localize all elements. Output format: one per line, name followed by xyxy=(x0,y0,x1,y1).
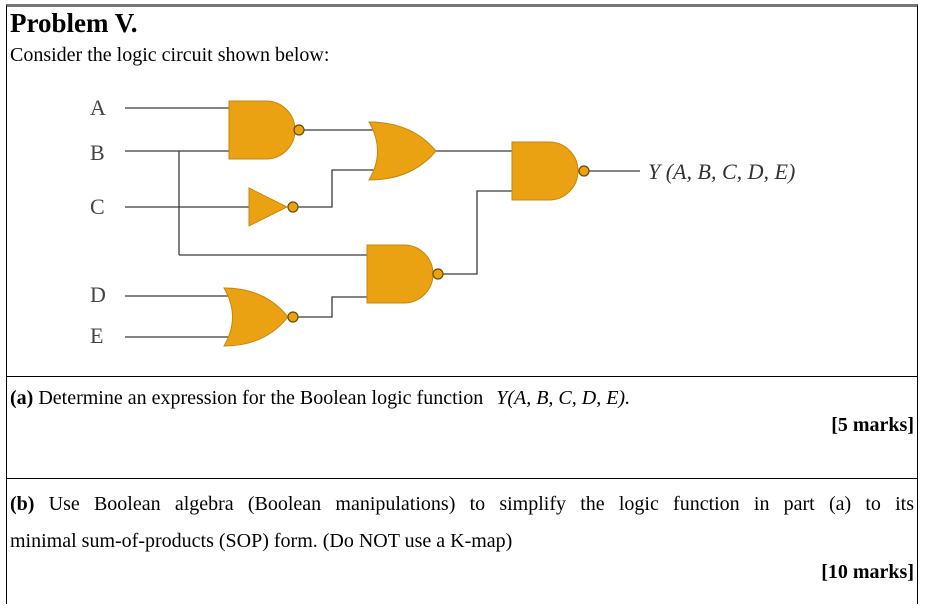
part-a-label: (a) xyxy=(10,387,34,409)
problem-frame xyxy=(6,4,918,604)
circuit-wires xyxy=(125,107,640,338)
part-b-label: (b) xyxy=(10,493,35,515)
input-label-b: B xyxy=(90,140,105,165)
part-a-text: Determine an expression for the Boolean … xyxy=(38,387,484,409)
problem-intro: Consider the logic circuit shown below: xyxy=(10,44,330,66)
divider-part-a xyxy=(6,478,918,479)
part-a-function: Y(A, B, C, D, E). xyxy=(496,387,631,409)
part-b-line2: minimal sum-of-products (SOP) form. (Do … xyxy=(10,530,513,552)
part-b-marks: [10 marks] xyxy=(821,561,914,583)
output-label: Y (A, B, C, D, E) xyxy=(648,159,795,184)
nand-gate-ab xyxy=(228,100,305,160)
part-a-marks: [5 marks] xyxy=(831,414,914,436)
not-gate-c xyxy=(248,187,299,227)
nand-gate-output xyxy=(511,141,590,201)
part-b-line1: (b) Use Boolean algebra (Boolean manipul… xyxy=(10,493,914,516)
logic-circuit-diagram: A B C D E xyxy=(90,95,795,348)
input-label-a: A xyxy=(90,95,106,120)
divider-circuit xyxy=(6,376,918,377)
input-label-e: E xyxy=(90,323,103,348)
or-gate xyxy=(368,121,437,181)
input-label-c: C xyxy=(90,194,105,219)
input-label-d: D xyxy=(90,282,106,307)
nand-gate-lower xyxy=(366,244,444,304)
nor-gate-de xyxy=(223,287,299,347)
part-a-question: (a) Determine an expression for the Bool… xyxy=(10,387,630,410)
problem-title: Problem V. xyxy=(10,8,138,38)
part-b-text: Use Boolean algebra (Boolean manipulatio… xyxy=(48,493,914,515)
